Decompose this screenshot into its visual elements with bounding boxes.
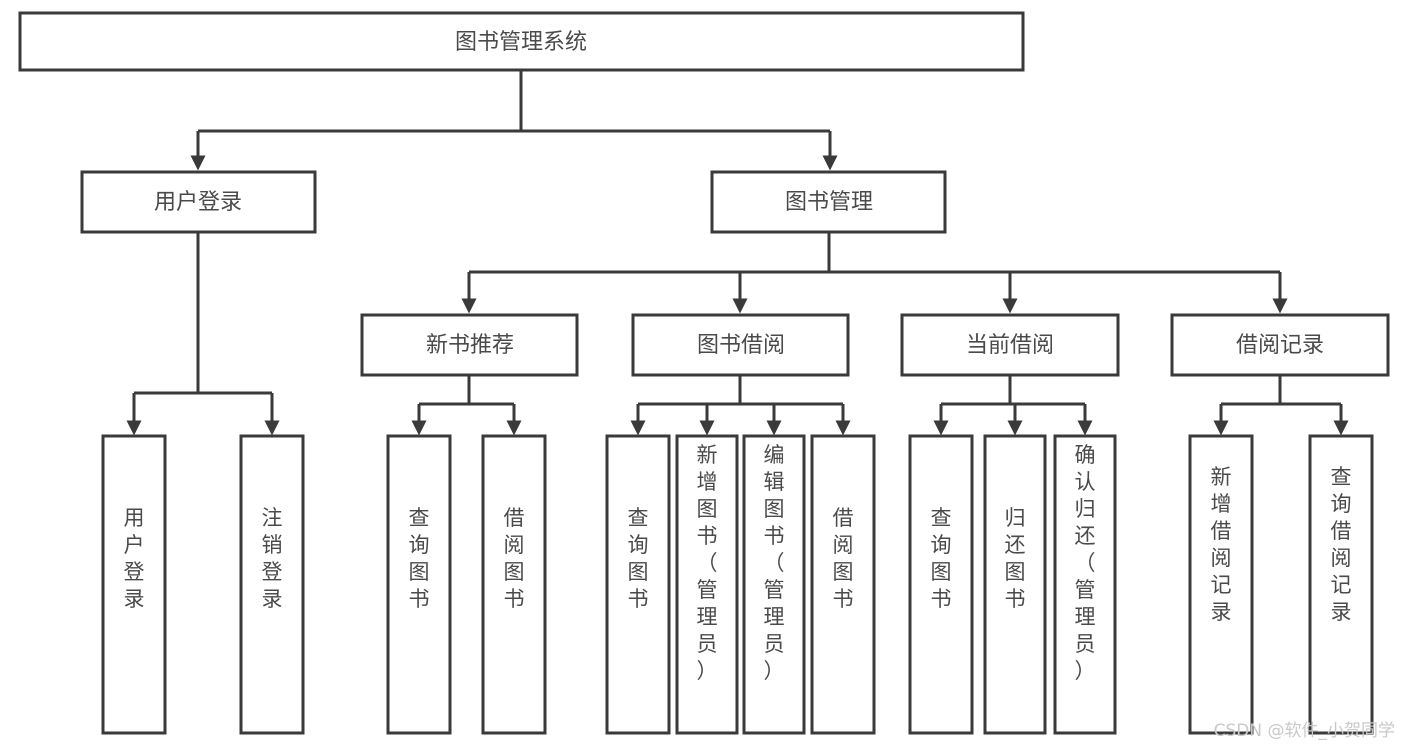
node-leaf-return-book-label: 归还图书 <box>1005 506 1026 611</box>
node-leaf-query-book-2[interactable]: 查询图书 <box>605 434 671 735</box>
node-book-borrow-box[interactable] <box>631 313 850 377</box>
node-leaf-confirm-return-label: 确认归还（管理员） <box>1075 443 1096 683</box>
node-leaf-add-book-box[interactable] <box>675 434 739 735</box>
node-leaf-return-book-box[interactable] <box>983 434 1047 735</box>
nodes-layer: 图书管理系统 用户登录 图书管理 新书推荐 图书借阅 当前借阅 借阅记录 <box>18 11 1390 735</box>
node-leaf-add-record[interactable]: 新增借阅记录 <box>1188 434 1254 735</box>
node-leaf-user-login-box[interactable] <box>101 434 167 735</box>
node-leaf-borrow-book-1-box[interactable] <box>481 434 547 735</box>
node-leaf-borrow-book-2-label: 借阅图书 <box>833 506 854 611</box>
node-leaf-query-book-2-box[interactable] <box>605 434 671 735</box>
node-leaf-edit-book-label: 编辑图书（管理员） <box>764 443 785 683</box>
node-leaf-borrow-book-2[interactable]: 借阅图书 <box>810 434 876 735</box>
node-leaf-confirm-return[interactable]: 确认归还（管理员） <box>1053 434 1117 735</box>
node-leaf-user-login-label: 用户登录 <box>124 506 145 611</box>
node-root-label: 图书管理系统 <box>455 30 587 55</box>
node-leaf-query-record-box[interactable] <box>1308 434 1374 735</box>
node-new-book-rec[interactable]: 新书推荐 <box>360 313 579 377</box>
node-root[interactable]: 图书管理系统 <box>18 11 1025 72</box>
node-leaf-confirm-return-box[interactable] <box>1053 434 1117 735</box>
node-leaf-add-record-box[interactable] <box>1188 434 1254 735</box>
node-leaf-user-logout-box[interactable] <box>239 434 305 735</box>
node-leaf-add-book[interactable]: 新增图书（管理员） <box>675 434 739 735</box>
node-user-login-label: 用户登录 <box>154 190 242 215</box>
node-borrow-record-box[interactable] <box>1170 313 1390 377</box>
node-leaf-query-record[interactable]: 查询借阅记录 <box>1308 434 1374 735</box>
node-leaf-edit-book[interactable]: 编辑图书（管理员） <box>742 434 806 735</box>
node-book-borrow-label: 图书借阅 <box>697 333 785 358</box>
node-borrow-record-label: 借阅记录 <box>1236 333 1324 358</box>
node-leaf-borrow-book-1-label: 借阅图书 <box>504 506 525 611</box>
node-current-borrow-box[interactable] <box>900 313 1120 377</box>
node-book-manage-label: 图书管理 <box>785 190 873 215</box>
node-user-login[interactable]: 用户登录 <box>80 170 317 234</box>
node-root-box[interactable] <box>18 11 1025 72</box>
csdn-watermark: CSDN @软件_小贺同学 <box>1213 721 1395 741</box>
node-book-borrow[interactable]: 图书借阅 <box>631 313 850 377</box>
node-leaf-return-book[interactable]: 归还图书 <box>983 434 1047 735</box>
node-current-borrow[interactable]: 当前借阅 <box>900 313 1120 377</box>
node-leaf-borrow-book-2-box[interactable] <box>810 434 876 735</box>
node-leaf-borrow-book-1[interactable]: 借阅图书 <box>481 434 547 735</box>
node-leaf-query-record-label: 查询借阅记录 <box>1331 465 1352 624</box>
node-leaf-query-book-1-label: 查询图书 <box>409 506 430 611</box>
node-new-book-rec-box[interactable] <box>360 313 579 377</box>
node-leaf-user-logout[interactable]: 注销登录 <box>239 434 305 735</box>
node-new-book-rec-label: 新书推荐 <box>426 333 514 358</box>
edges-layer <box>126 70 1349 436</box>
node-user-login-box[interactable] <box>80 170 317 234</box>
node-book-manage-box[interactable] <box>710 170 947 234</box>
leaf-nodes-group: 用户登录 注销登录 查询图书 借阅图书 查询图书 新增图书（管理员） <box>101 434 1374 735</box>
node-leaf-query-book-1-box[interactable] <box>386 434 452 735</box>
node-borrow-record[interactable]: 借阅记录 <box>1170 313 1390 377</box>
node-leaf-user-logout-label: 注销登录 <box>262 506 283 611</box>
node-leaf-user-login[interactable]: 用户登录 <box>101 434 167 735</box>
node-leaf-query-book-3[interactable]: 查询图书 <box>908 434 974 735</box>
node-leaf-query-book-3-label: 查询图书 <box>931 506 952 611</box>
node-book-manage[interactable]: 图书管理 <box>710 170 947 234</box>
node-leaf-add-book-label: 新增图书（管理员） <box>697 443 718 683</box>
node-leaf-query-book-1[interactable]: 查询图书 <box>386 434 452 735</box>
node-leaf-query-book-3-box[interactable] <box>908 434 974 735</box>
node-leaf-add-record-label: 新增借阅记录 <box>1211 465 1232 624</box>
node-leaf-edit-book-box[interactable] <box>742 434 806 735</box>
node-leaf-query-book-2-label: 查询图书 <box>628 506 649 611</box>
node-current-borrow-label: 当前借阅 <box>966 333 1054 358</box>
